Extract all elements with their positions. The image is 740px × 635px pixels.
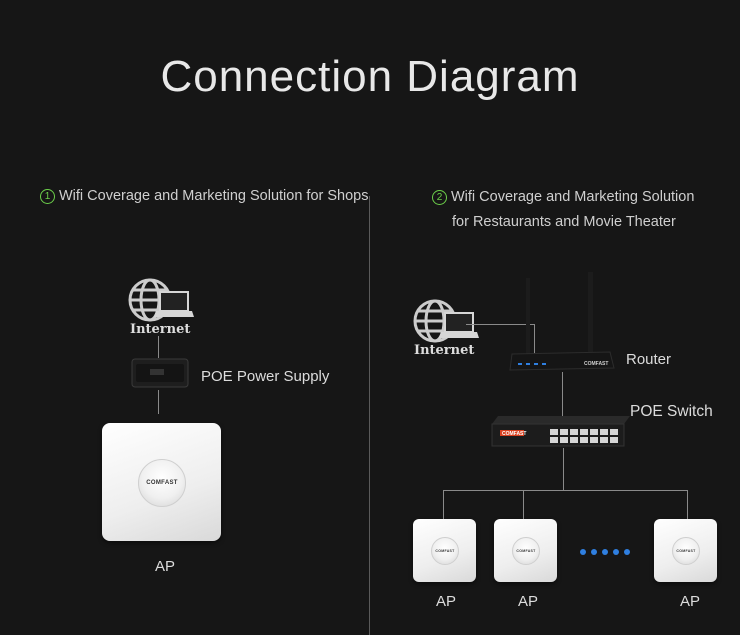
left-heading: 1 Wifi Coverage and Marketing Solution fo… <box>40 184 369 209</box>
right-internet-globe-icon <box>413 299 479 343</box>
left-internet-label: Internet <box>130 322 191 337</box>
right-link-ap2 <box>523 490 524 520</box>
right-link-router-switch <box>562 372 563 418</box>
left-link-internet-poe <box>158 336 159 358</box>
ellipsis-dot-2 <box>591 549 597 555</box>
poe-power-supply-label: POE Power Supply <box>201 368 330 385</box>
right-ap1-disc: COMFAST <box>431 537 459 565</box>
right-heading-line1-text: Wifi Coverage and Marketing Solution <box>451 189 695 205</box>
ellipsis-dot-3 <box>602 549 608 555</box>
left-access-point-disc: COMFAST <box>138 459 186 507</box>
left-ap-brand-logo: COMFAST <box>146 480 178 486</box>
right-link-ap3 <box>687 490 688 520</box>
left-heading-text: Wifi Coverage and Marketing Solution for… <box>59 188 369 204</box>
router-icon <box>509 272 615 371</box>
left-number-badge: 1 <box>40 189 55 204</box>
ellipsis-dot-4 <box>613 549 619 555</box>
right-ap2-disc: COMFAST <box>512 537 540 565</box>
poe-switch-icon <box>491 416 630 447</box>
right-ap-label-3: AP <box>680 593 701 610</box>
left-ap-label: AP <box>155 558 176 575</box>
right-ap1-brand-logo: COMFAST <box>435 549 455 553</box>
center-divider <box>369 196 370 635</box>
right-heading-line2: for Restaurants and Movie Theater <box>452 214 676 230</box>
router-brand-logo: COMFAST <box>584 361 609 367</box>
right-ap2-brand-logo: COMFAST <box>516 549 536 553</box>
right-link-switch-bus <box>563 448 564 490</box>
ellipsis-dot-1 <box>580 549 586 555</box>
right-number-badge: 2 <box>432 190 447 205</box>
right-ap-label-2: AP <box>518 593 539 610</box>
right-link-internet-router-drop <box>534 324 535 354</box>
poe-power-supply-icon <box>131 358 189 388</box>
poe-switch-brand-logo: COMFAST <box>502 431 527 437</box>
right-ap-label-1: AP <box>436 593 457 610</box>
right-access-point-2: COMFAST <box>494 519 557 582</box>
left-link-poe-ap <box>158 390 159 414</box>
right-ap3-brand-logo: COMFAST <box>676 549 696 553</box>
ellipsis-dot-5 <box>624 549 630 555</box>
poe-switch-label: POE Switch <box>630 403 713 420</box>
page-title: Connection Diagram <box>160 52 580 101</box>
right-heading-line1: 2 Wifi Coverage and Marketing Solution <box>432 185 694 210</box>
right-access-point-3: COMFAST <box>654 519 717 582</box>
left-access-point: COMFAST <box>102 423 221 541</box>
router-label: Router <box>626 351 672 368</box>
right-heading: 2 Wifi Coverage and Marketing Solution fo… <box>432 185 694 235</box>
right-internet-label: Internet <box>414 343 475 358</box>
left-internet-globe-icon <box>128 278 194 322</box>
right-ap3-disc: COMFAST <box>672 537 700 565</box>
right-link-internet-router <box>466 324 534 325</box>
right-ap-bus <box>443 490 688 491</box>
right-link-ap1 <box>443 490 444 520</box>
right-access-point-1: COMFAST <box>413 519 476 582</box>
